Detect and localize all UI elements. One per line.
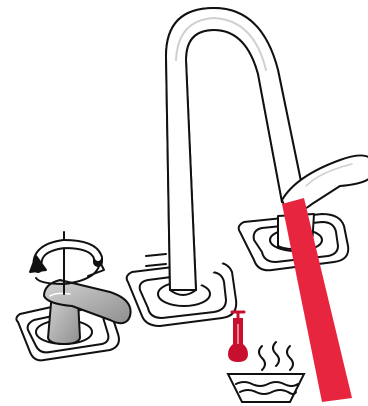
thermometer-icon <box>228 312 248 362</box>
